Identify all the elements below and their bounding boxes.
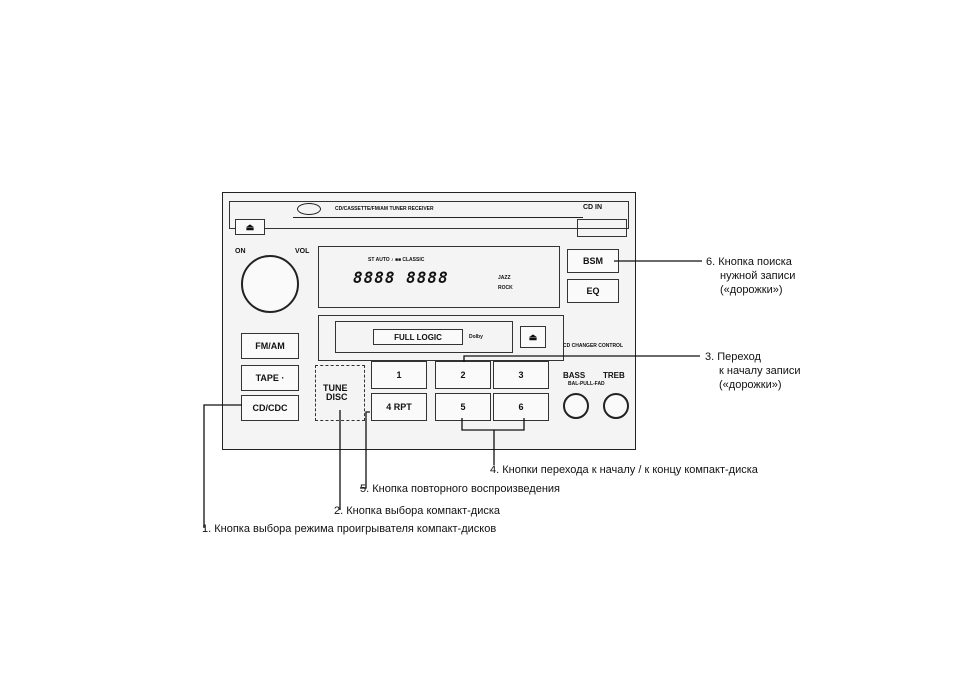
- preset-3-button[interactable]: 3: [493, 361, 549, 389]
- display-frame: [318, 246, 560, 308]
- callout-3-line2: к началу записи: [719, 365, 801, 377]
- cd-cdc-button[interactable]: CD/CDC: [241, 395, 299, 421]
- bsm-button[interactable]: BSM: [567, 249, 619, 273]
- display-rock: ROCK: [498, 285, 513, 291]
- cd-slot-strip: [229, 201, 629, 229]
- vol-label: VOL: [295, 248, 310, 255]
- radio-faceplate: CD/CASSETTE/FM/AM TUNER RECEIVER CD IN ⏏…: [222, 192, 636, 450]
- preset-1-button[interactable]: 1: [371, 361, 427, 389]
- cd-changer-label: CD CHANGER CONTROL: [563, 343, 623, 349]
- bal-pull-fad-label: BAL-PULL-FAD: [568, 381, 605, 387]
- preset-5-button[interactable]: 5: [435, 393, 491, 421]
- callout-2: 2. Кнопка выбора компакт-диска: [334, 505, 501, 517]
- callout-3-line3: («дорожки»): [719, 379, 782, 391]
- bass-knob[interactable]: [563, 393, 589, 419]
- eq-button[interactable]: EQ: [567, 279, 619, 303]
- callout-6-line1: 6. Кнопка поиска: [706, 256, 792, 268]
- cd-slot: [293, 217, 583, 221]
- fmam-button[interactable]: FM/AM: [241, 333, 299, 359]
- callout-3: 3. Переход к началу записи («дорожки»): [705, 350, 801, 392]
- cassette-bay: [318, 315, 564, 361]
- on-label: ON: [235, 248, 246, 255]
- eject-icon: ⏏: [528, 331, 538, 342]
- callout-6: 6. Кнопка поиска нужной записи («дорожки…: [706, 255, 795, 297]
- tune-label: TUNE: [323, 383, 348, 393]
- eject-icon: ⏏: [245, 221, 255, 232]
- brand-logo: [297, 203, 321, 215]
- volume-knob[interactable]: [241, 255, 299, 313]
- cd-in-label: CD IN: [583, 204, 603, 211]
- preset-4-rpt-button[interactable]: 4 RPT: [371, 393, 427, 421]
- display-digits: 8888 8888: [353, 268, 449, 287]
- preset-6-button[interactable]: 6: [493, 393, 549, 421]
- treble-knob[interactable]: [603, 393, 629, 419]
- treb-label: TREB: [603, 371, 625, 380]
- cassette-door: [335, 321, 513, 353]
- cd-eject-button[interactable]: ⏏: [235, 219, 265, 235]
- display-jazz: JAZZ: [498, 275, 511, 281]
- tape-button[interactable]: TAPE ·: [241, 365, 299, 391]
- dolby-label: Dolby: [469, 334, 483, 340]
- callout-3-line1: 3. Переход: [705, 351, 761, 363]
- cd-slot-right: [577, 219, 627, 237]
- bass-label: BASS: [563, 371, 586, 380]
- callout-4: 4. Кнопки перехода к началу / к концу ко…: [490, 464, 758, 476]
- preset-2-button[interactable]: 2: [435, 361, 491, 389]
- display-indicators: ST AUTO ♪ ■■ CLASSIC: [368, 257, 425, 263]
- callout-6-line2: нужной записи: [720, 270, 796, 282]
- full-logic-label: FULL LOGIC: [373, 329, 463, 345]
- model-label: CD/CASSETTE/FM/AM TUNER RECEIVER: [335, 206, 434, 212]
- callout-1: 1. Кнопка выбора режима проигрывателя ко…: [202, 523, 497, 535]
- disc-label: DISC: [326, 392, 348, 402]
- callout-5: 5. Кнопка повторного воспроизведения: [360, 483, 561, 495]
- tape-eject-button[interactable]: ⏏: [520, 326, 546, 348]
- callout-6-line3: («дорожки»): [720, 284, 783, 296]
